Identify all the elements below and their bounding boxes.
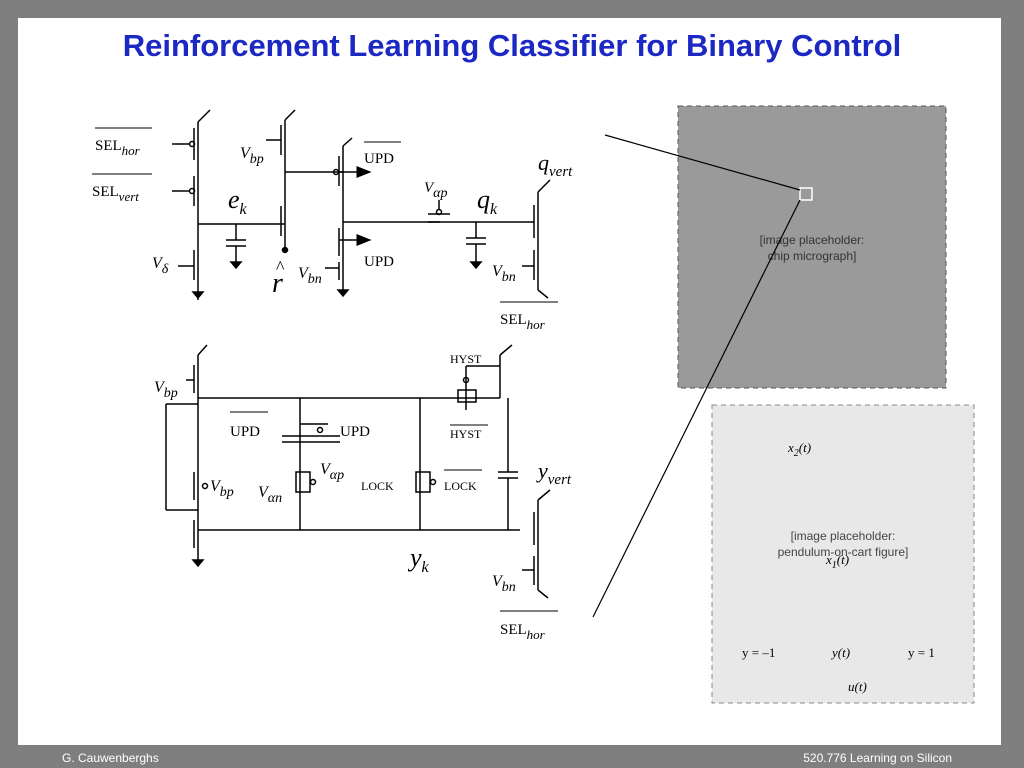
footer-course: 520.776 Learning on Silicon <box>803 751 952 765</box>
svg-text:[image placeholder:: [image placeholder: <box>760 233 865 247</box>
label-y-t: y(t) <box>830 645 850 660</box>
label-valpha-n-bottom: Vαn <box>258 484 282 506</box>
label-upd-top: UPD <box>364 254 394 270</box>
pendulum-figure-placeholder: [image placeholder: pendulum-on-cart fig… <box>711 404 975 704</box>
label-ek: ek <box>228 185 248 218</box>
label-y-left: y = –1 <box>742 645 775 660</box>
pendulum-labels: x2(t) x1(t) y = –1 y(t) y = 1 u(t) <box>742 440 935 694</box>
label-lock: LOCK <box>361 479 394 493</box>
label-yk: yk <box>407 543 430 576</box>
label-vbp-top: Vbp <box>240 145 264 167</box>
svg-text:chip micrograph]: chip micrograph] <box>768 249 857 263</box>
bottom-circuit <box>165 344 551 599</box>
chip-micrograph-placeholder: [image placeholder: chip micrograph] <box>677 105 947 389</box>
label-lock-bar: LOCK <box>444 479 477 493</box>
label-vbp-bottom: Vbp <box>154 379 178 401</box>
label-hyst: HYST <box>450 352 482 366</box>
label-sel-hor-top-out: SELhor <box>500 312 546 332</box>
label-hyst-bar: HYST <box>450 427 482 441</box>
label-qk: qk <box>477 185 498 218</box>
bottom-circuit-labels: Vbp Vbp UPD UPD Vαp Vαn HYST HYST LOCK L… <box>154 352 572 642</box>
label-x1: x1(t) <box>825 552 849 571</box>
zoom-callout <box>592 134 813 618</box>
svg-text:[image placeholder:: [image placeholder: <box>791 529 896 543</box>
label-u-t: u(t) <box>848 679 867 694</box>
top-circuit <box>172 109 551 300</box>
svg-text:pendulum-on-cart figure]: pendulum-on-cart figure] <box>778 545 909 559</box>
label-yvert: yvert <box>536 458 572 488</box>
label-qvert: qvert <box>538 150 573 180</box>
label-upd-bar-bottom: UPD <box>230 424 260 440</box>
label-vbn-bottom: Vbn <box>492 573 516 595</box>
label-sel-vert: SELvert <box>92 184 139 204</box>
label-valpha-p-bottom: Vαp <box>320 461 344 483</box>
label-upd-bottom: UPD <box>340 424 370 440</box>
top-circuit-labels: SELhor SELvert Vδ Vbp ek ^ r Vbn UPD UPD… <box>92 127 573 332</box>
label-upd-bar-top: UPD <box>364 151 394 167</box>
label-sel-hor-bottom: SELhor <box>500 622 546 642</box>
label-rhat: r <box>272 268 283 299</box>
footer-author: G. Cauwenberghs <box>62 751 159 765</box>
slide-title: Reinforcement Learning Classifier for Bi… <box>122 28 902 63</box>
label-vbp2-bottom: Vbp <box>210 478 234 500</box>
label-rhat-accent: ^ <box>276 257 285 277</box>
label-vbn-top: Vbn <box>298 265 322 287</box>
label-sel-hor: SELhor <box>95 138 141 158</box>
label-vbn2-top: Vbn <box>492 263 516 285</box>
label-valpha-p-top: Vαp <box>424 180 448 201</box>
label-v-delta: Vδ <box>152 255 169 277</box>
label-x2: x2(t) <box>787 440 811 459</box>
label-y-right: y = 1 <box>908 645 935 660</box>
